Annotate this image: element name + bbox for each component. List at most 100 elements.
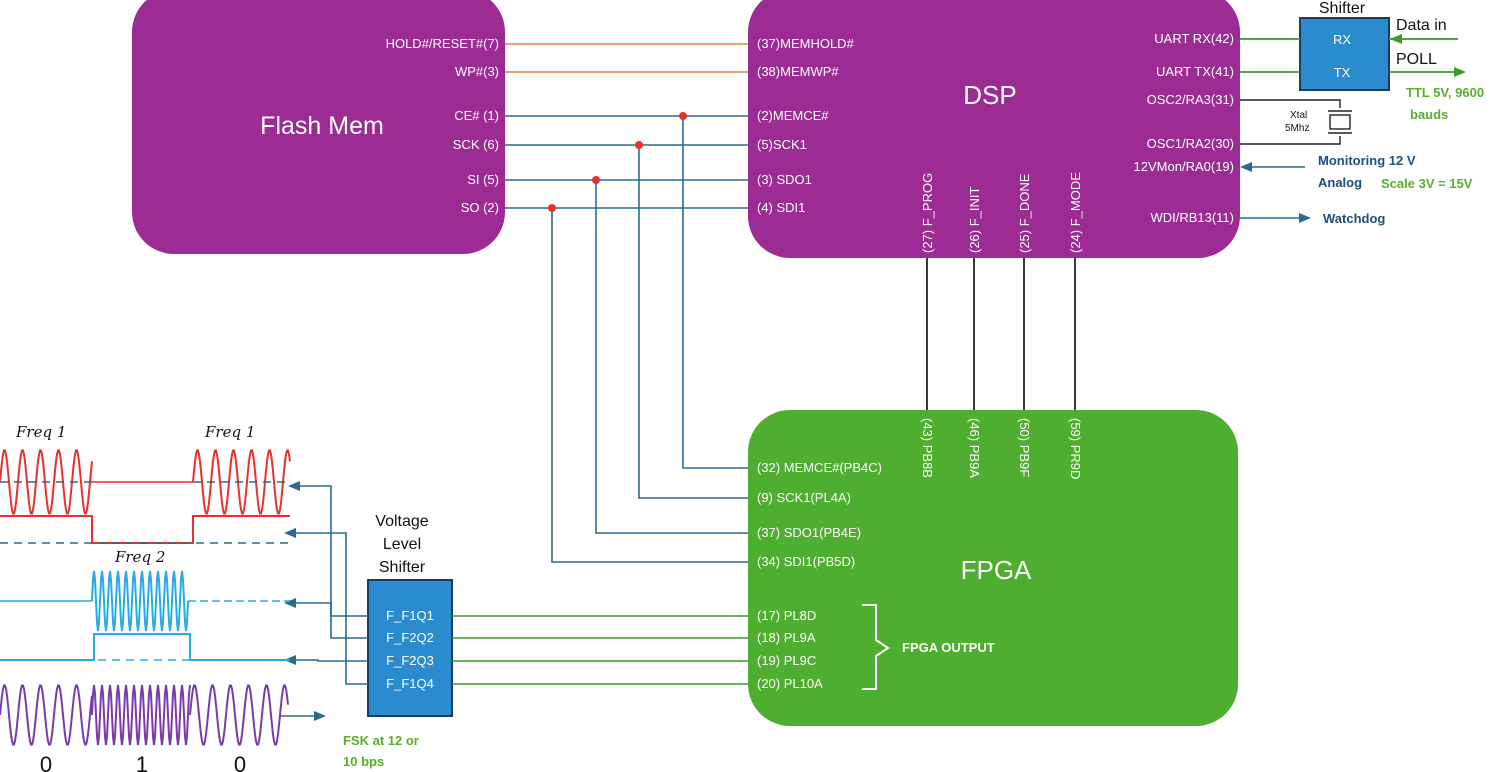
dsp-pin-sdo1: (3) SDO1 xyxy=(757,172,812,187)
arrow-vls-1 xyxy=(288,481,300,491)
fpga-pin-pl9c: (19) PL9C xyxy=(757,653,816,668)
vls-pin-f2q2: F_F2Q2 xyxy=(386,630,434,645)
arrow-12v-mon xyxy=(1240,162,1252,172)
uart-shifter-block xyxy=(1299,17,1390,91)
fpga-block xyxy=(748,410,1238,726)
vls-pin-labels: F_F1Q1 F_F2Q2 F_F2Q3 F_F1Q4 xyxy=(386,608,434,691)
wave-cyan-envelope xyxy=(0,633,290,661)
uart-shifter-title: Shifter xyxy=(1319,0,1366,17)
dsp-pin-uart-tx: UART TX(41) xyxy=(1156,64,1234,79)
fpga-title: FPGA xyxy=(961,555,1032,585)
wire-sdi1-fpga xyxy=(551,208,748,563)
dsp-pin-sdi1: (4) SDI1 xyxy=(757,200,805,215)
dsp-title: DSP xyxy=(963,80,1016,110)
dsp-pin-12vmon: 12VMon/RA0(19) xyxy=(1134,159,1234,174)
uart-note-line1: TTL 5V, 9600 xyxy=(1406,85,1484,100)
fpga-pin-pb9a: (46) PB9A xyxy=(967,418,982,478)
dsp-pin-sck1: (5)SCK1 xyxy=(757,137,807,152)
dsp-pin-f-init: (26) F_INIT xyxy=(967,186,982,253)
junction-sck xyxy=(635,141,643,149)
data-in-label: Data in xyxy=(1396,17,1447,34)
vls-title-2: Level xyxy=(383,536,421,553)
uart-note-line2: bauds xyxy=(1410,107,1448,122)
fpga-pin-sck1: (9) SCK1(PL4A) xyxy=(757,490,851,505)
dsp-pin-f-prog: (27) F_PROG xyxy=(920,173,935,253)
wave-red-burst-1 xyxy=(0,449,93,515)
wave-violet-f2 xyxy=(91,684,191,746)
fsk-waveforms xyxy=(0,449,291,746)
wave-red-burst-2 xyxy=(192,449,291,515)
flash-pin-ce: CE# (1) xyxy=(454,108,499,123)
fpga-left-pin-labels: (32) MEMCE#(PB4C) (9) SCK1(PL4A) (37) SD… xyxy=(757,460,882,569)
crystal-label-2: 5Mhz xyxy=(1285,123,1309,134)
wire-sck1-fpga xyxy=(638,145,748,499)
dsp-left-pin-labels: (37)MEMHOLD# (38)MEMWP# (2)MEMCE# (5)SCK… xyxy=(757,36,855,215)
vls-title-3: Shifter xyxy=(379,559,426,576)
fpga-pin-pl10a: (20) PL10A xyxy=(757,676,823,691)
flash-mem-title: Flash Mem xyxy=(260,112,384,140)
fpga-output-wires xyxy=(452,615,748,685)
flash-pin-wp: WP#(3) xyxy=(455,64,499,79)
vls-title-1: Voltage xyxy=(375,513,428,530)
monitoring-scale: Scale 3V = 15V xyxy=(1381,176,1473,191)
dsp-pin-wdi: WDI/RB13(11) xyxy=(1150,210,1234,225)
crystal-label-1: Xtal xyxy=(1290,110,1307,121)
monitor-wires xyxy=(1240,162,1311,223)
dsp-pin-f-done: (25) F_DONE xyxy=(1017,173,1032,253)
flash-pin-labels: HOLD#/RESET#(7) WP#(3) CE# (1) SCK (6) S… xyxy=(386,36,499,215)
fpga-pin-pl8d: (17) PL8D xyxy=(757,608,816,623)
dsp-fpga-config-wires xyxy=(926,258,1076,410)
dsp-bottom-pin-labels: (27) F_PROG (26) F_INIT (25) F_DONE (24)… xyxy=(920,172,1083,253)
junction-si xyxy=(592,176,600,184)
arrow-vls-2 xyxy=(284,528,296,538)
fpga-pin-pb8b: (43) PB8B xyxy=(920,418,935,478)
monitoring-line2: Analog xyxy=(1318,175,1362,190)
vls-pin-f1q4: F_F1Q4 xyxy=(386,676,434,691)
vls-pin-f2q3: F_F2Q3 xyxy=(386,653,434,668)
flash-pin-si: SI (5) xyxy=(467,172,499,187)
wire-vls-4 xyxy=(292,659,368,662)
wire-vls-3 xyxy=(292,602,368,639)
monitoring-line1: Monitoring 12 V xyxy=(1318,153,1416,168)
arrow-poll xyxy=(1454,67,1466,77)
flash-pin-sck: SCK (6) xyxy=(453,137,499,152)
wave-label-freq1-a: Freq 1 xyxy=(15,423,66,441)
dsp-pin-memce: (2)MEMCE# xyxy=(757,108,829,123)
crystal-circuit xyxy=(1240,99,1352,145)
wire-vls-2 xyxy=(292,532,368,685)
uart-shifter-rx: RX xyxy=(1333,32,1351,47)
fpga-pin-pl9a: (18) PL9A xyxy=(757,630,816,645)
wave-cyan-burst xyxy=(91,570,189,632)
dsp-pin-osc1: OSC1/RA2(30) xyxy=(1147,136,1234,151)
vls-wave-wires xyxy=(280,481,368,721)
wave-label-freq1-b: Freq 1 xyxy=(204,423,255,441)
fpga-pin-pr9d: (59) PR9D xyxy=(1068,418,1083,479)
bit-label-1: 1 xyxy=(136,752,148,772)
bit-label-2: 0 xyxy=(234,752,246,772)
flash-pin-hold: HOLD#/RESET#(7) xyxy=(386,36,499,51)
arrow-data-in xyxy=(1390,34,1402,44)
wave-violet-f1-b xyxy=(189,684,289,746)
dsp-right-pin-labels: UART RX(42) UART TX(41) OSC2/RA3(31) OSC… xyxy=(1134,31,1234,225)
junction-so xyxy=(548,204,556,212)
fsk-note-line1: FSK at 12 or xyxy=(343,733,419,748)
fsk-note-line2: 10 bps xyxy=(343,754,384,769)
wire-osc1 xyxy=(1240,136,1341,145)
wire-sdo1-fpga xyxy=(595,180,748,534)
dsp-block xyxy=(748,0,1240,258)
arrow-fsk-out xyxy=(314,711,326,721)
voltage-level-shifter-block xyxy=(367,579,453,717)
fpga-output-label: FPGA OUTPUT xyxy=(902,640,995,655)
uart-shifter-tx: TX xyxy=(1334,65,1351,80)
wave-violet-f1-a xyxy=(0,684,93,746)
flash-pin-so: SO (2) xyxy=(461,200,499,215)
fpga-pin-sdo1: (37) SDO1(PB4E) xyxy=(757,525,861,540)
fpga-top-pin-labels: (43) PB8B (46) PB9A (50) PB9F (59) PR9D xyxy=(920,418,1083,479)
wire-vls-1 xyxy=(296,485,368,617)
flash-mem-block xyxy=(132,0,505,254)
dsp-pin-memwp: (38)MEMWP# xyxy=(757,64,839,79)
fpga-pin-memce: (32) MEMCE#(PB4C) xyxy=(757,460,882,475)
dsp-pin-uart-rx: UART RX(42) xyxy=(1154,31,1234,46)
crystal-body xyxy=(1329,114,1351,130)
